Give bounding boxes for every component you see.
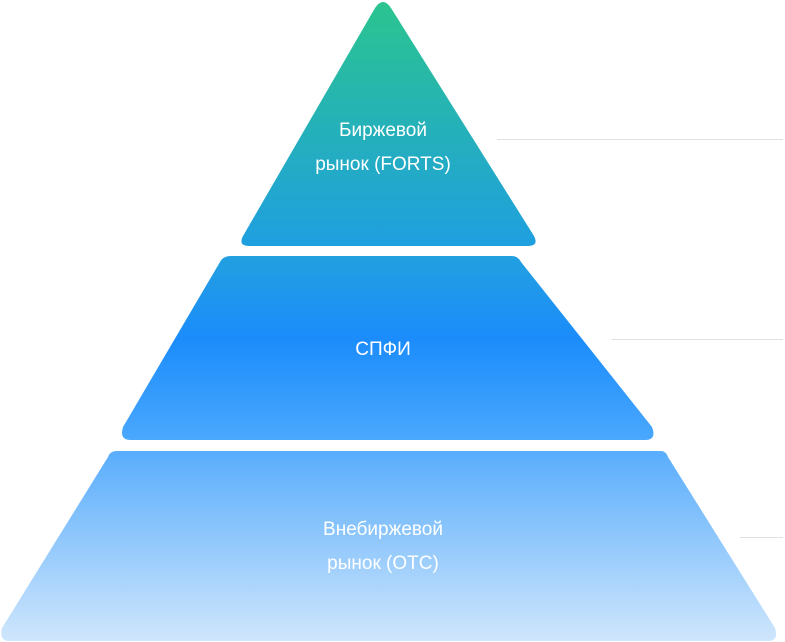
level-top-line-2: рынок (FORTS) — [315, 154, 451, 175]
level-bottom-label: Внебиржевой рынок (OTC) — [288, 513, 478, 581]
level-middle-label: СПФИ — [288, 333, 478, 367]
level-bottom-line-1: Внебиржевой — [323, 519, 443, 540]
pyramid-level-top — [241, 2, 536, 246]
level-bottom-line-2: рынок (OTC) — [327, 553, 439, 574]
level-middle-line-1: СПФИ — [355, 339, 411, 360]
pyramid-level-middle — [122, 256, 654, 440]
pyramid-level-bottom — [1, 451, 777, 641]
level-top-label: Биржевой рынок (FORTS) — [288, 114, 478, 182]
level-top-line-1: Биржевой — [339, 120, 427, 141]
